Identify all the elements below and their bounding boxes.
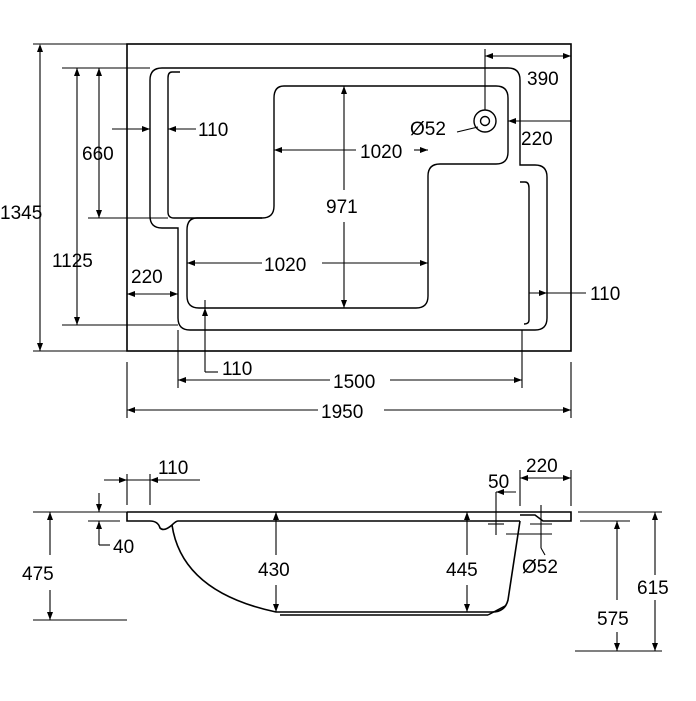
dim-drain-from-top: 220 xyxy=(521,129,553,150)
dim-lower-basin-width: 1020 xyxy=(264,255,306,276)
dim-bottom-offset: 110 xyxy=(222,359,252,380)
dim-overflow-diameter: Ø52 xyxy=(522,557,558,578)
dim-left-offset: 110 xyxy=(198,120,228,141)
dim-left-rim: 220 xyxy=(131,267,163,288)
dim-side-left-rim: 110 xyxy=(158,458,188,479)
dim-side-left-height: 475 xyxy=(22,564,54,585)
top-view: 1345 1125 660 110 220 1020 xyxy=(0,43,620,423)
outer-rim xyxy=(126,43,572,352)
dim-inner-left-depth: 430 xyxy=(258,560,290,581)
dim-overall-depth: 1345 xyxy=(0,203,42,224)
side-left-lip xyxy=(126,512,520,531)
side-rim xyxy=(127,511,572,522)
dim-seat-depth: 660 xyxy=(82,144,114,165)
lower-basin xyxy=(186,176,429,309)
dim-side-right-height: 615 xyxy=(637,578,669,599)
upper-basin-left xyxy=(273,85,285,206)
right-seat xyxy=(520,181,530,325)
dim-overall-width: 1950 xyxy=(321,402,363,423)
drain-outer xyxy=(473,109,497,133)
dim-right-offset: 110 xyxy=(590,284,620,305)
dim-inner-depth: 1125 xyxy=(52,251,93,272)
dim-inner-length: 1500 xyxy=(333,372,375,393)
dim-side-right-rim: 220 xyxy=(526,456,558,477)
drain-inner xyxy=(479,115,491,127)
dim-overflow-offset: 50 xyxy=(488,472,509,493)
dim-inner-right-depth: 445 xyxy=(446,560,478,581)
dim-drain-from-right: 390 xyxy=(527,69,559,90)
dim-side-right-inner-height: 575 xyxy=(597,609,629,630)
left-seat xyxy=(167,71,275,219)
inner-outline xyxy=(149,67,548,331)
dim-drain-diameter: Ø52 xyxy=(410,119,446,140)
dim-rim-thickness: 40 xyxy=(113,537,134,558)
dim-basin-depth: 971 xyxy=(326,197,358,218)
upper-basin xyxy=(284,85,509,177)
dim-upper-basin-width: 1020 xyxy=(360,142,402,163)
side-view: 110 40 475 430 445 50 xyxy=(22,456,669,652)
